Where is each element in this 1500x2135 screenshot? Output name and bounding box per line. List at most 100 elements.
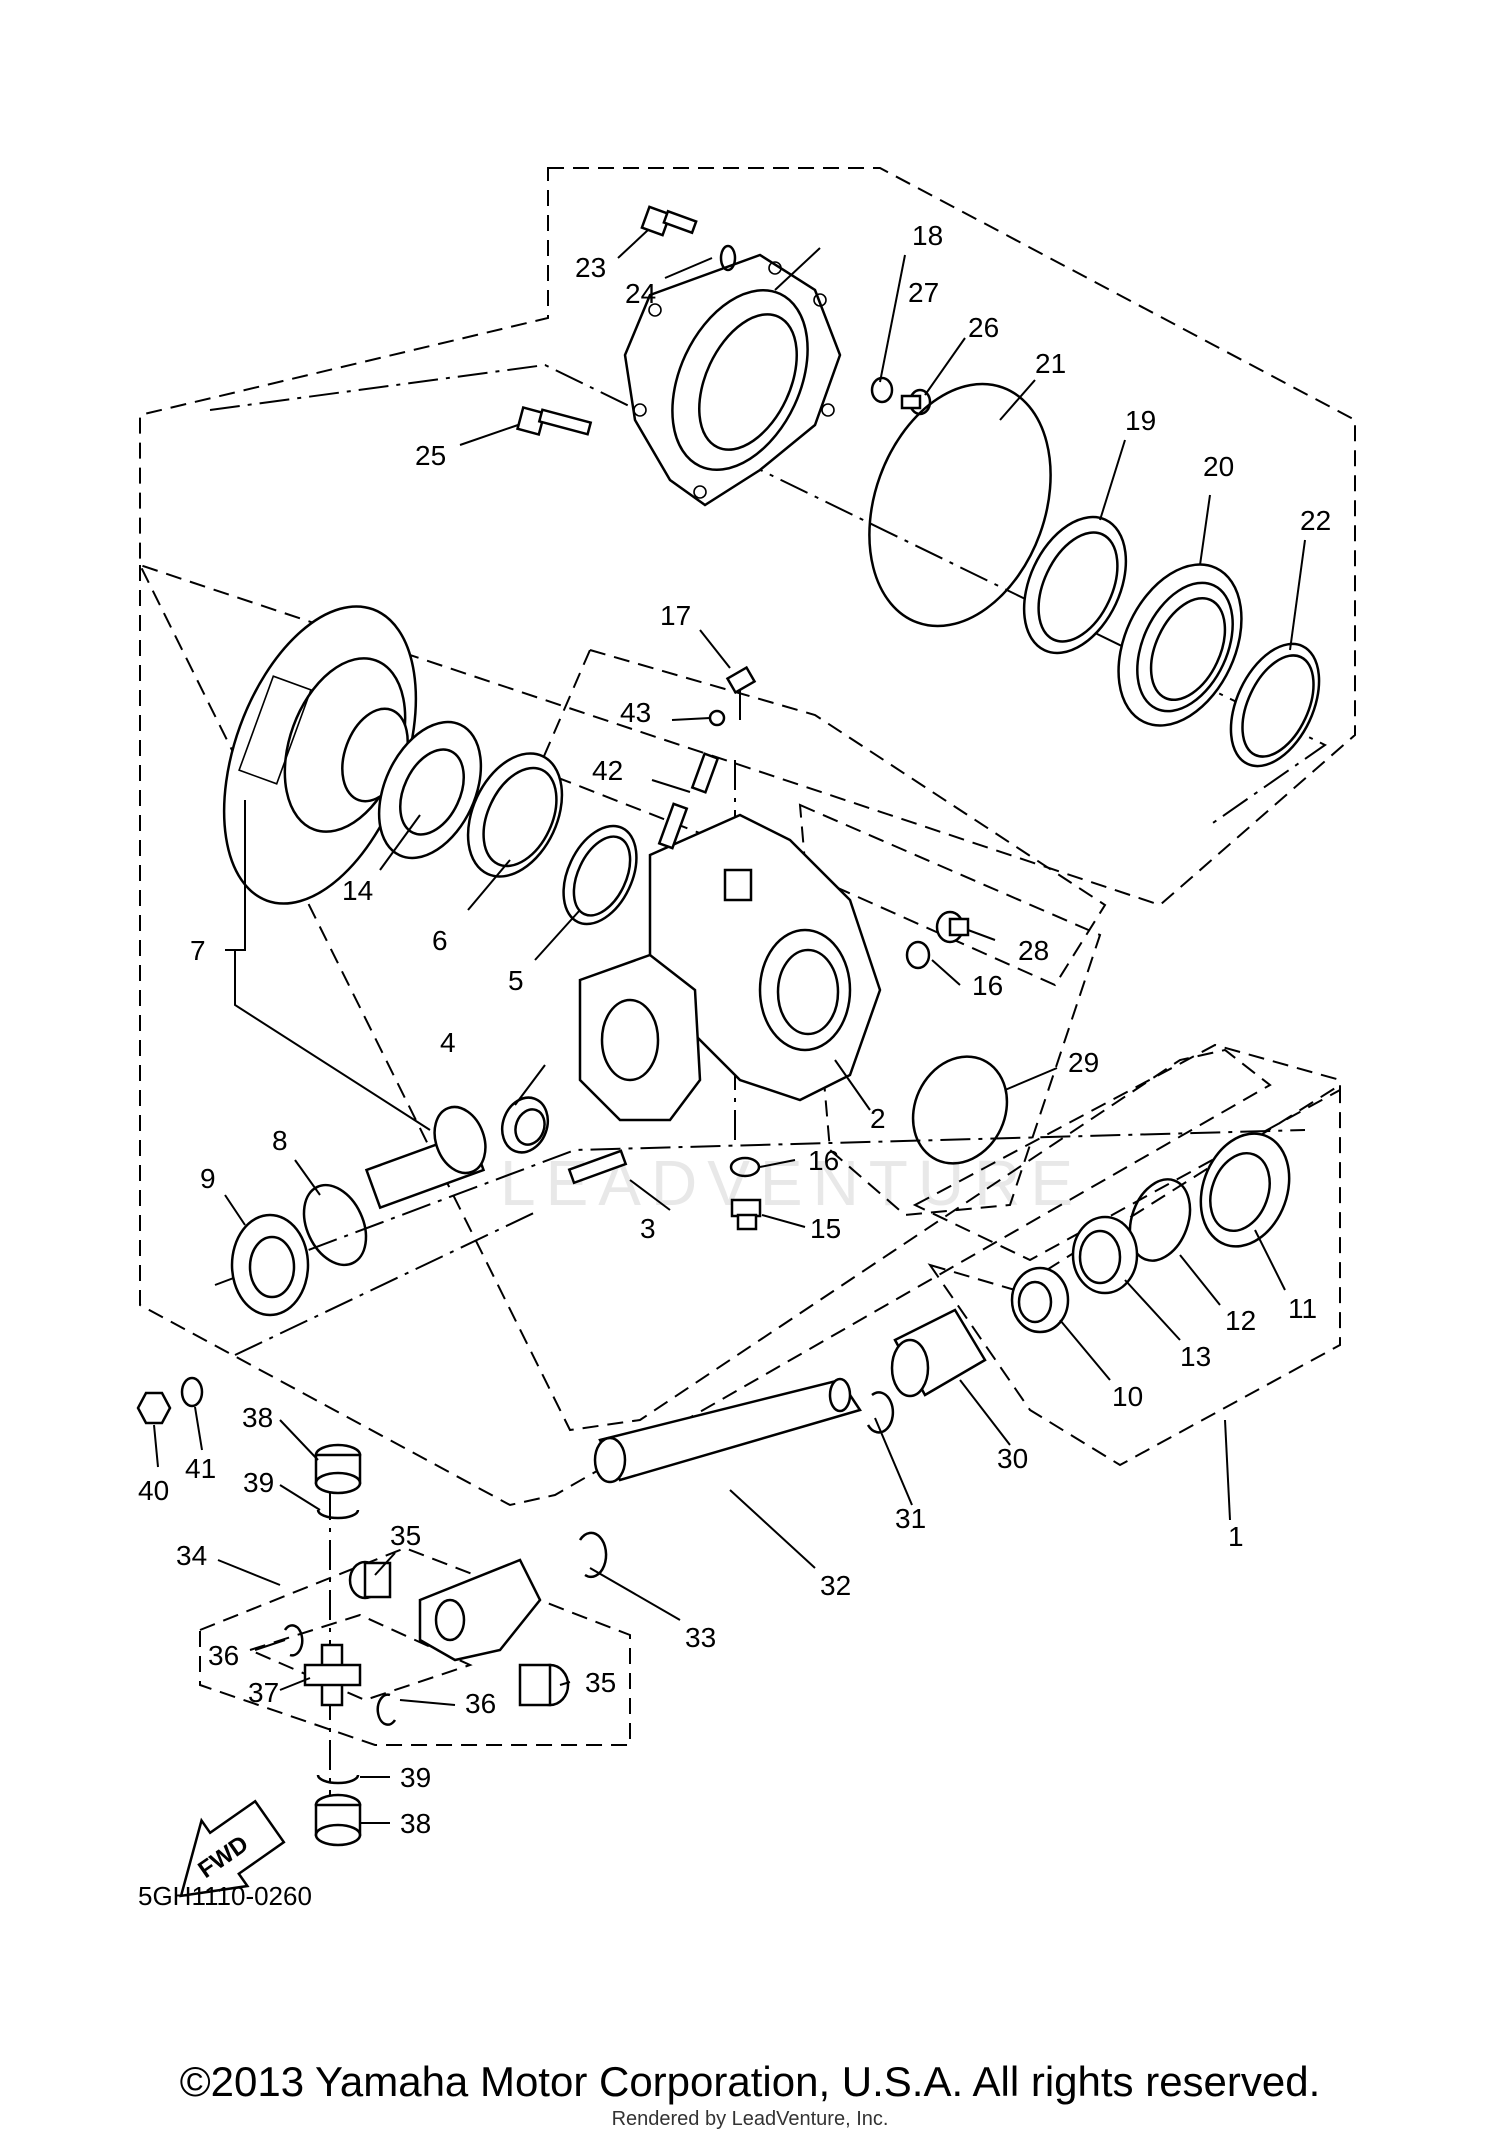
callout-38-bottom: 38 xyxy=(400,1808,431,1839)
part-41-washer xyxy=(180,1376,204,1408)
part-36-circlip-right xyxy=(376,1693,397,1726)
part-9-bearing xyxy=(230,1213,310,1317)
part-19-seal xyxy=(1022,515,1128,655)
callout-43: 43 xyxy=(620,697,651,728)
part-11-ring-nut xyxy=(1199,1132,1291,1248)
callout-23: 23 xyxy=(575,252,606,283)
callout-6: 6 xyxy=(432,925,448,956)
callout-24: 24 xyxy=(625,278,656,309)
part-18-cover xyxy=(623,253,842,507)
callout-13: 13 xyxy=(1180,1341,1211,1372)
callout-2: 2 xyxy=(870,1103,886,1134)
callout-33: 33 xyxy=(685,1622,716,1653)
oilseal-group-outline xyxy=(912,1043,1341,1262)
part-6-bearing xyxy=(466,752,564,878)
callout-9: 9 xyxy=(200,1163,216,1194)
rendered-by-credit: Rendered by LeadVenture, Inc. xyxy=(611,2108,889,2130)
part-40-nut xyxy=(136,1391,172,1425)
part-4-bearing xyxy=(500,1096,550,1154)
copyright-notice: ©2013 Yamaha Motor Corporation, U.S.A. A… xyxy=(179,2058,1321,2105)
seal-29-outline xyxy=(798,803,1102,1217)
callout-37: 37 xyxy=(248,1677,279,1708)
part-14-plate xyxy=(377,720,483,860)
callout-19: 19 xyxy=(1125,405,1156,436)
part-35-bearing-b xyxy=(518,1663,570,1707)
part-37-spider xyxy=(303,1643,362,1707)
part-17-breather xyxy=(725,665,757,720)
part-pinion-gear xyxy=(364,1105,487,1210)
part-28-plug xyxy=(935,910,970,944)
callout-15: 15 xyxy=(810,1213,841,1244)
part-12-oring xyxy=(1128,1178,1192,1262)
diagram-code: 5GH1110-0260 xyxy=(138,1881,312,1911)
callout-11: 11 xyxy=(1288,1293,1317,1324)
part-5-shim xyxy=(562,824,638,926)
callout-29: 29 xyxy=(1068,1047,1099,1078)
fwd-arrow-icon: FWD xyxy=(179,1799,286,1898)
callout-28: 28 xyxy=(1018,935,1049,966)
part-yoke xyxy=(418,1558,542,1662)
callout-31: 31 xyxy=(895,1503,926,1534)
callout-8: 8 xyxy=(272,1125,288,1156)
callout-12: 12 xyxy=(1225,1305,1256,1336)
assembly-line-left xyxy=(234,1209,541,1356)
part-20-bearing xyxy=(1117,563,1243,727)
callout-34: 34 xyxy=(176,1540,207,1571)
part-23-bolt xyxy=(640,205,698,237)
assembly-line-main xyxy=(209,363,1327,826)
part-15-drain-plug xyxy=(730,1198,762,1231)
callout-21: 21 xyxy=(1035,348,1066,379)
part-30-bearing xyxy=(890,1308,987,1398)
callout-16-fill: 16 xyxy=(972,970,1003,1001)
callout-36-left: 36 xyxy=(208,1640,239,1671)
case-group-outline xyxy=(139,564,1272,1507)
callout-41: 41 xyxy=(185,1453,216,1484)
part-29-oring xyxy=(911,1055,1009,1165)
callout-39-top: 39 xyxy=(243,1467,274,1498)
callout-10: 10 xyxy=(1112,1381,1143,1412)
callout-35-top: 35 xyxy=(390,1520,421,1551)
callout-35-bottom: 35 xyxy=(585,1667,616,1698)
callout-26: 26 xyxy=(968,312,999,343)
leader-lines xyxy=(153,229,1306,1824)
callout-27: 27 xyxy=(908,277,939,308)
callout-18: 18 xyxy=(912,220,943,251)
callout-7: 7 xyxy=(190,935,206,966)
part-42-pin-a xyxy=(690,752,720,794)
part-36-circlip-left xyxy=(283,1624,304,1657)
callout-3: 3 xyxy=(640,1213,656,1244)
callout-14: 14 xyxy=(342,875,373,906)
callout-16-drain: 16 xyxy=(808,1145,839,1176)
callout-22: 22 xyxy=(1300,505,1331,536)
callout-5: 5 xyxy=(508,965,524,996)
callout-labels: 1 2 3 4 5 6 7 8 9 10 11 12 13 14 15 16 1… xyxy=(138,220,1331,1839)
part-38-bearing-bottom xyxy=(314,1793,362,1847)
callout-32: 32 xyxy=(820,1570,851,1601)
part-27-washer xyxy=(870,376,894,404)
part-8-oring xyxy=(302,1183,368,1267)
part-13-seal xyxy=(1071,1215,1139,1295)
part-22-shim xyxy=(1229,642,1321,768)
part-3-stud xyxy=(567,1149,628,1185)
part-24-washer xyxy=(719,244,737,272)
part-39-circlip-top xyxy=(316,1509,360,1520)
part-10-collar xyxy=(1010,1266,1070,1334)
callout-38-top: 38 xyxy=(242,1402,273,1433)
part-31-circlip xyxy=(866,1391,895,1434)
callout-17: 17 xyxy=(660,600,691,631)
callout-1: 1 xyxy=(1228,1521,1244,1552)
part-25-bolt xyxy=(515,405,593,437)
callout-36-right: 36 xyxy=(465,1688,496,1719)
part-35-bearing-a xyxy=(348,1560,392,1600)
callout-25: 25 xyxy=(415,440,446,471)
callout-40: 40 xyxy=(138,1475,169,1506)
part-38-bearing-top xyxy=(314,1443,362,1495)
part-32-shaft xyxy=(593,1377,862,1484)
callout-20: 20 xyxy=(1203,451,1234,482)
part-16-gasket-fill xyxy=(905,940,931,970)
part-42-pin-b xyxy=(657,802,689,850)
assembly-line-shaft xyxy=(214,1129,1306,1286)
part-7-ring-gear xyxy=(222,605,418,905)
callout-4: 4 xyxy=(440,1027,456,1058)
callout-42: 42 xyxy=(592,755,623,786)
